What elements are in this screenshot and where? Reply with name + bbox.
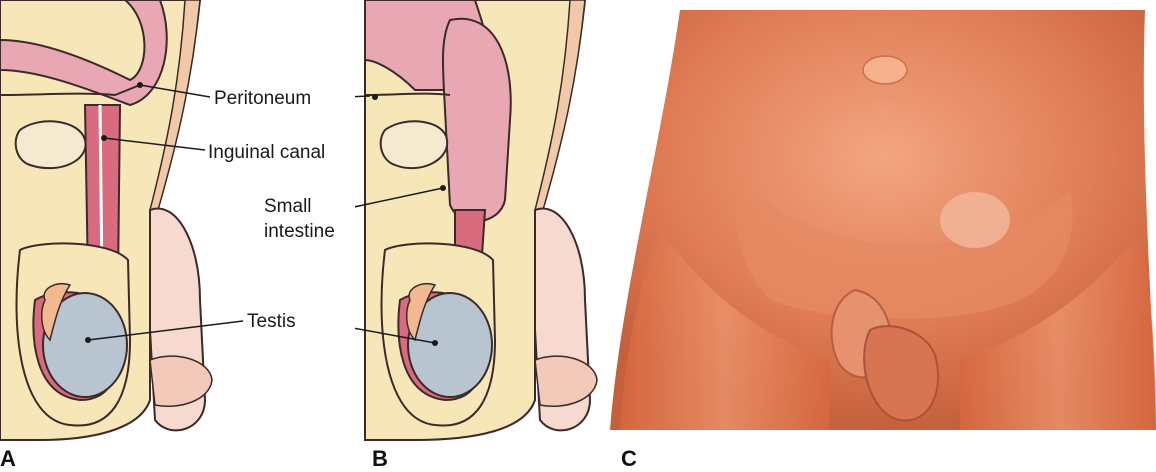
- panel-letter-a: A: [0, 446, 16, 472]
- peritoneum-label: Peritoneum: [214, 88, 311, 110]
- peritoneum-line-b: [365, 94, 450, 95]
- small-intestine-label-line1: Small: [264, 196, 312, 218]
- pubic-bone-b: [381, 121, 448, 168]
- panel-c-photo-illustration: C: [600, 0, 1156, 471]
- testis-dot-b: [432, 340, 438, 346]
- panel-c-illustration: [600, 0, 1156, 471]
- inguinal-canal-dot: [101, 135, 107, 141]
- panel-letter-c: C: [621, 446, 637, 472]
- panel-b-illustration: [355, 0, 615, 471]
- inguinal-canal-label: Inguinal canal: [208, 142, 325, 164]
- testis-label: Testis: [247, 311, 296, 333]
- peritoneum-dot-b: [372, 94, 378, 100]
- testis-dot-a: [85, 337, 91, 343]
- herniated-intestine: [443, 19, 511, 222]
- navel: [863, 56, 907, 84]
- small-intestine-label-line2: intestine: [264, 221, 335, 243]
- pubic-bone: [16, 121, 86, 168]
- panel-b-inguinal-hernia: B: [355, 0, 615, 471]
- panel-letter-b: B: [372, 446, 388, 472]
- small-intestine-dot: [440, 185, 446, 191]
- peritoneum-dot-a: [137, 82, 143, 88]
- hernia-bulge: [940, 192, 1010, 248]
